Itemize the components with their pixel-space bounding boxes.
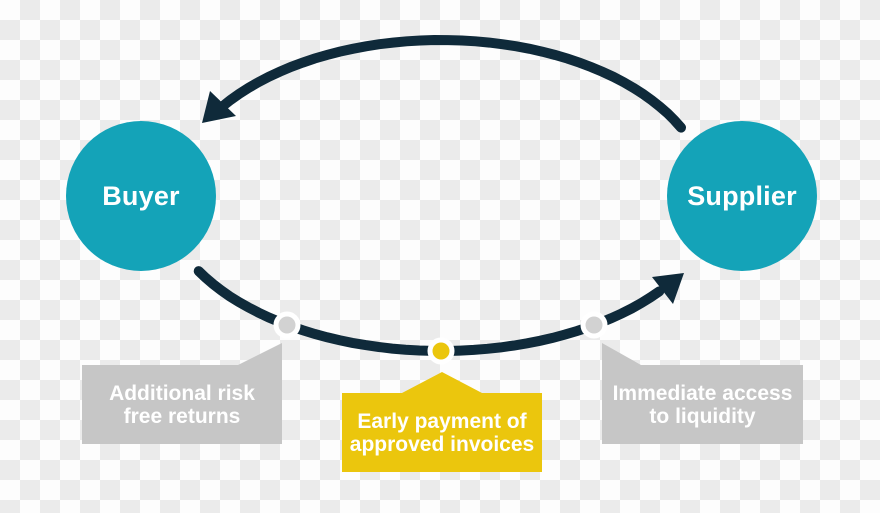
callout-buyer-benefit-shape [82,343,282,444]
waypoint-dot-right [580,311,608,339]
waypoint-dot-center [427,337,455,365]
callout-program-shape [342,372,542,472]
bottom-arc [193,266,665,357]
top-arrowhead-icon [202,91,236,123]
buyer-circle [66,121,216,271]
top-arc [217,34,686,133]
supplier-circle [667,121,817,271]
waypoint-dot-left [273,311,301,339]
bottom-arrowhead-icon [652,273,684,304]
callout-supplier-benefit-shape [602,343,803,444]
